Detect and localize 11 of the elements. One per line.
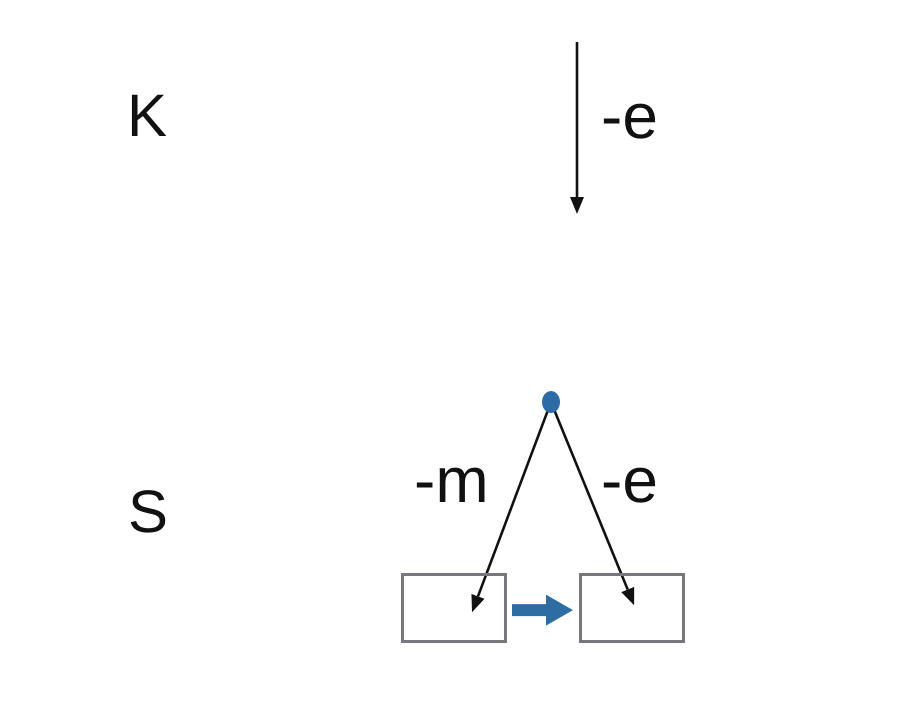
arrow-label: -e <box>601 84 658 148</box>
rectangle <box>401 573 507 643</box>
edge-label: -m <box>414 448 489 512</box>
point-marker <box>542 391 560 413</box>
frame-label: S <box>128 482 168 542</box>
edge-label: -e <box>601 448 658 512</box>
arrow <box>553 410 634 606</box>
arrow <box>471 410 550 612</box>
arrow <box>512 594 573 626</box>
frame-label: K <box>127 86 168 146</box>
rectangle <box>579 573 685 643</box>
